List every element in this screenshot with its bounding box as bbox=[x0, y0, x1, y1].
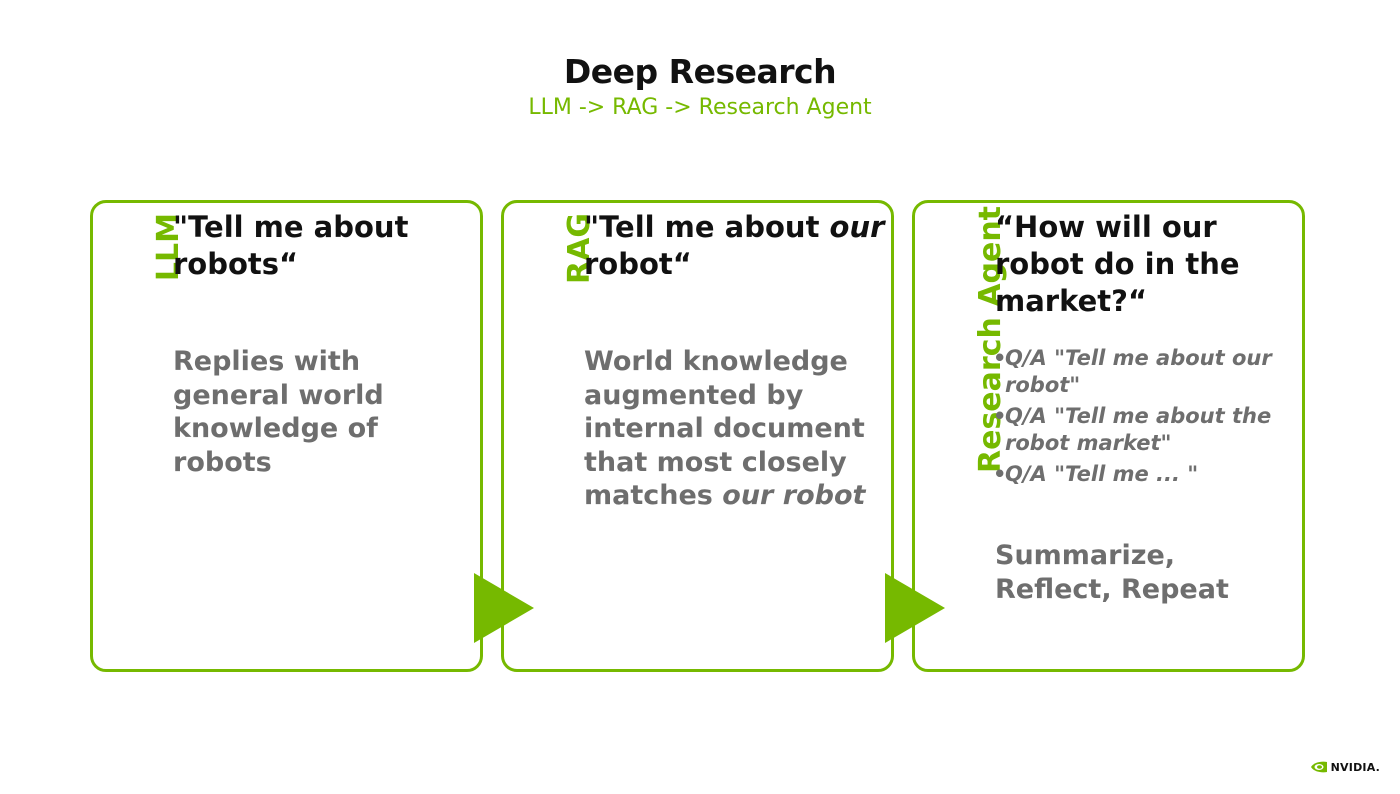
llm-card: LLM "Tell me about robots“ Replies with … bbox=[90, 200, 483, 672]
question-part: robot“ bbox=[584, 247, 692, 281]
description-part: World knowledge augmented by internal do… bbox=[584, 346, 865, 511]
card-label-container: RAG bbox=[514, 213, 597, 633]
card-label-container: Research Agent bbox=[925, 206, 1008, 633]
qa-bullet: Q/A "Tell me about the robot market" bbox=[993, 403, 1293, 457]
nvidia-logo: NVIDIA. bbox=[1310, 758, 1380, 776]
question-emphasis: our bbox=[829, 210, 885, 244]
qa-bullet: Q/A "Tell me ... " bbox=[993, 461, 1293, 488]
qa-bullet: Q/A "Tell me about our robot" bbox=[993, 345, 1293, 399]
description-emphasis: our robot bbox=[722, 480, 866, 511]
rag-card: RAG "Tell me about our robot“ World know… bbox=[501, 200, 894, 672]
question-part: "Tell me about bbox=[584, 210, 830, 244]
card-label-container: LLM bbox=[103, 213, 186, 633]
card-description: World knowledge augmented by internal do… bbox=[584, 345, 884, 513]
slide-title: Deep Research bbox=[563, 52, 837, 91]
card-description: Replies with general world knowledge of … bbox=[173, 346, 384, 478]
flow-arrow-icon bbox=[885, 573, 945, 643]
card-question: “How will our robot do in the market?“ bbox=[995, 210, 1240, 318]
slide-subtitle: LLM -> RAG -> Research Agent bbox=[528, 95, 872, 120]
card-summary: Summarize, Reflect, Repeat bbox=[995, 540, 1229, 605]
card-question: "Tell me about our robot“ bbox=[584, 209, 889, 283]
nvidia-eye-icon bbox=[1310, 761, 1327, 773]
nvidia-logo-text: NVIDIA. bbox=[1330, 760, 1380, 774]
card-question: "Tell me about robots“ bbox=[173, 210, 409, 281]
research-agent-card: Research Agent “How will our robot do in… bbox=[912, 200, 1305, 672]
flow-arrow-icon bbox=[474, 573, 534, 643]
qa-bullet-list: Q/A "Tell me about our robot" Q/A "Tell … bbox=[993, 345, 1293, 492]
